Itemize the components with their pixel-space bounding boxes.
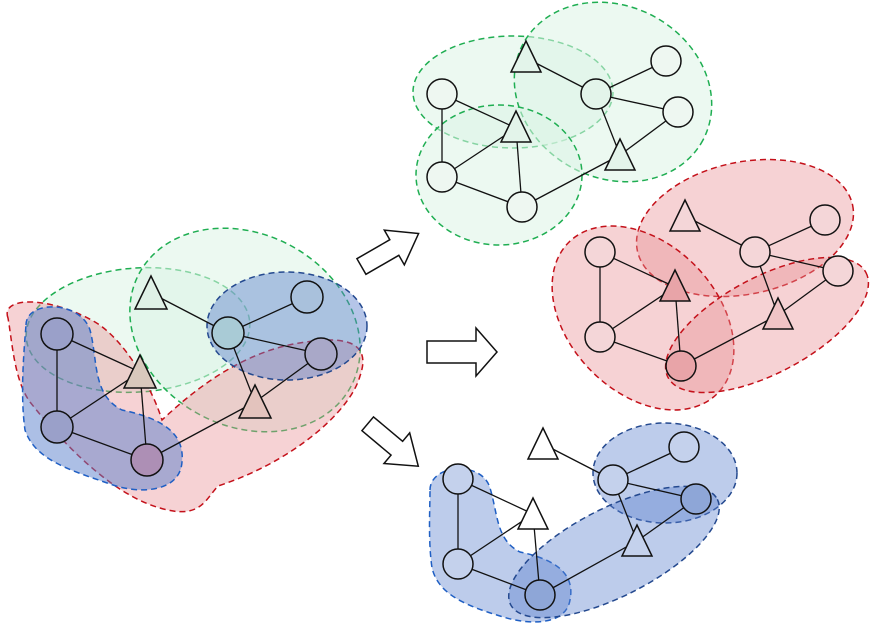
- block-arrow-icon: [426, 326, 498, 378]
- circle-node-icon: [584, 236, 616, 268]
- red-clustering-graph: [551, 158, 870, 411]
- circle-node-icon: [290, 280, 324, 314]
- block-arrow-icon: [360, 415, 420, 468]
- blue-clustering-graph: [428, 422, 738, 623]
- triangle-node-icon: [237, 383, 273, 419]
- circle-node-icon: [668, 431, 700, 463]
- arrows: [355, 229, 498, 468]
- circle-node-icon: [426, 161, 458, 193]
- circle-node-icon: [442, 463, 474, 495]
- circle-node-icon: [304, 337, 338, 371]
- triangle-node-icon: [516, 496, 550, 530]
- triangle-node-icon: [668, 198, 702, 232]
- circle-node-icon: [426, 78, 458, 110]
- triangle-node-icon: [133, 274, 169, 310]
- circle-node-icon: [739, 236, 771, 268]
- triangle-node-icon: [761, 296, 795, 330]
- circle-node-icon: [662, 96, 694, 128]
- circle-node-icon: [40, 410, 74, 444]
- circle-node-icon: [130, 443, 164, 477]
- left-combined-graph: [6, 227, 368, 513]
- block-arrow-icon: [355, 229, 420, 276]
- circle-node-icon: [822, 255, 854, 287]
- circle-node-icon: [442, 548, 474, 580]
- circle-node-icon: [506, 191, 538, 223]
- triangle-node-icon: [526, 426, 560, 460]
- circle-node-icon: [665, 350, 697, 382]
- triangle-node-icon: [499, 109, 533, 143]
- green-clustering-graph: [412, 1, 713, 246]
- circle-node-icon: [650, 45, 682, 77]
- triangle-node-icon: [658, 268, 692, 302]
- circle-node-icon: [597, 464, 629, 496]
- triangle-node-icon: [620, 523, 654, 557]
- left-green-cluster-b: [129, 227, 361, 433]
- circle-node-icon: [584, 321, 616, 353]
- circle-node-icon: [680, 483, 712, 515]
- circle-node-icon: [524, 579, 556, 611]
- triangle-node-icon: [603, 137, 637, 171]
- circle-node-icon: [580, 78, 612, 110]
- circle-node-icon: [40, 317, 74, 351]
- triangle-node-icon: [509, 39, 543, 73]
- circle-node-icon: [809, 204, 841, 236]
- triangle-node-icon: [122, 353, 158, 389]
- circle-node-icon: [211, 316, 245, 350]
